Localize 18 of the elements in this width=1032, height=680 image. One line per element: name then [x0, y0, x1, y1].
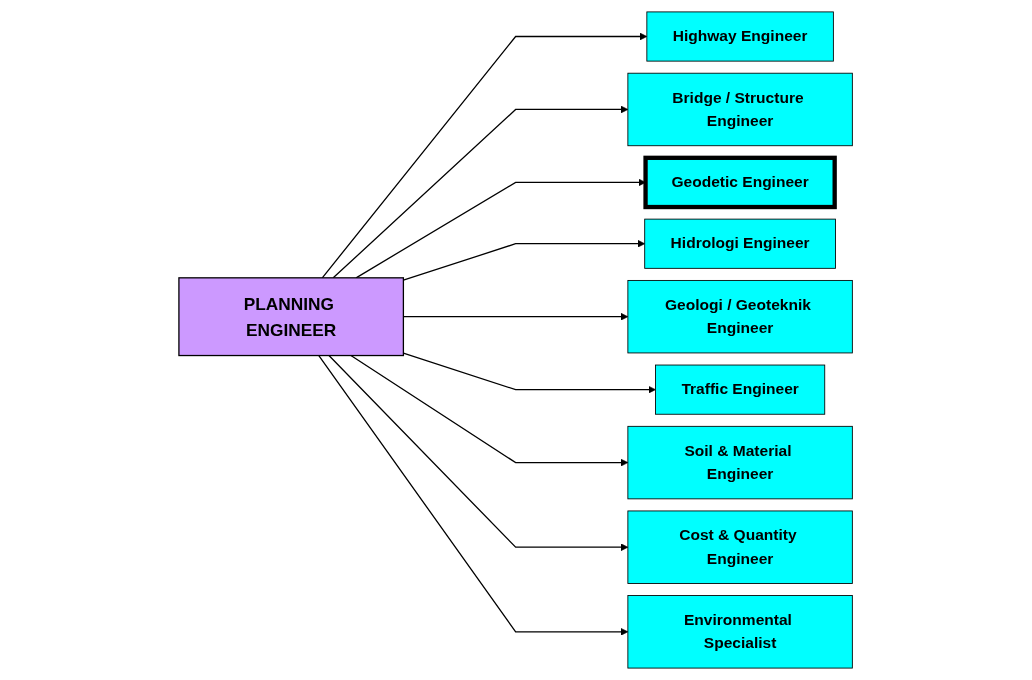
- node-box: Environmental Specialist: [627, 595, 854, 669]
- node-box: Cost & Quantity Engineer: [627, 510, 854, 584]
- arrow: [403, 312, 629, 321]
- arrow: [350, 354, 629, 467]
- node-box: Hidrologi Engineer: [644, 218, 837, 269]
- arrow: [403, 239, 646, 281]
- arrow: [328, 354, 629, 551]
- node-box: Soil & Material Engineer: [627, 425, 854, 500]
- node-box: Geodetic Engineer: [643, 155, 838, 210]
- node-box: Traffic Engineer: [655, 364, 826, 415]
- node-box: Geologi / Geoteknik Engineer: [627, 280, 854, 354]
- arrow: [322, 32, 648, 279]
- arrow: [403, 352, 657, 394]
- arrow: [318, 354, 629, 636]
- arrow: [332, 105, 629, 279]
- node-box: PLANNING ENGINEER: [178, 277, 405, 357]
- node-box: Highway Engineer: [646, 11, 835, 62]
- node-box: Bridge / Structure Engineer: [627, 72, 854, 147]
